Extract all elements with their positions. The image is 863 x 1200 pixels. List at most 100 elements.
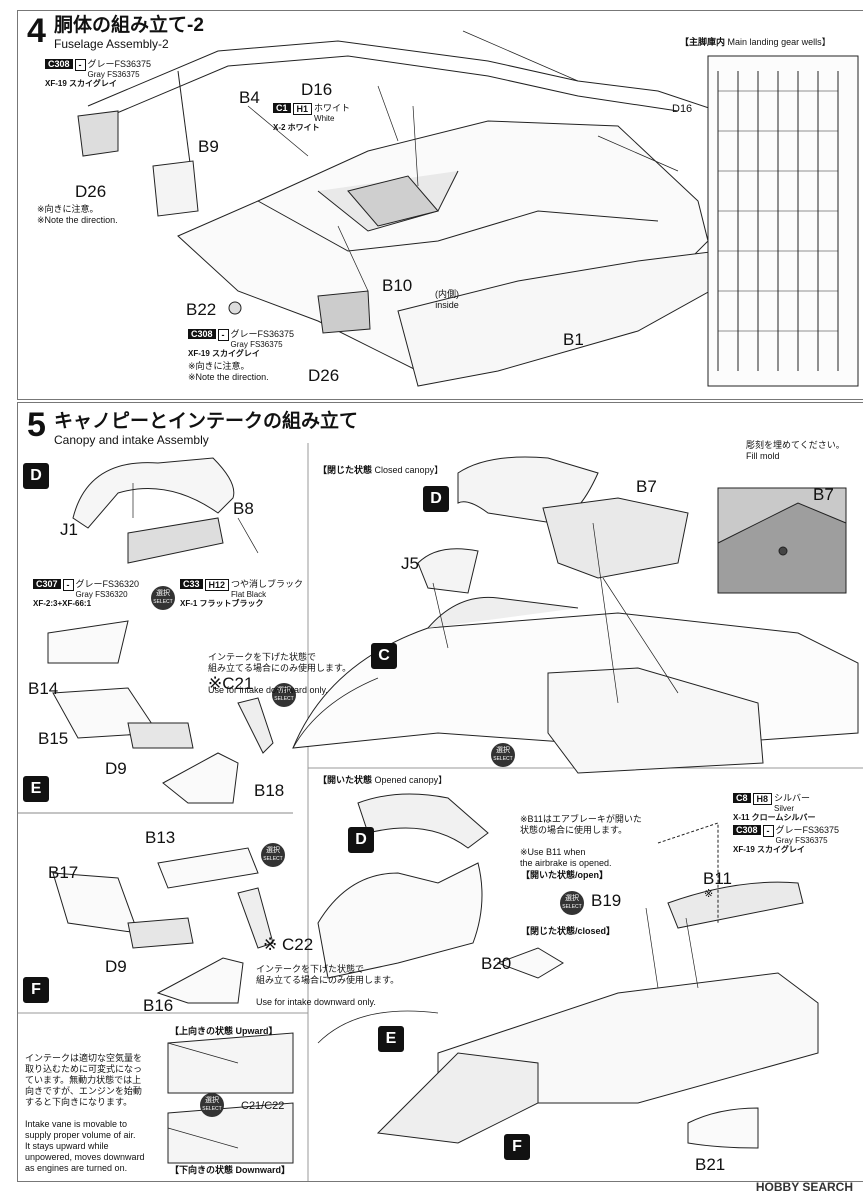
paint-code-alt: - xyxy=(62,579,74,591)
step4-title: 胴体の組み立て-2 xyxy=(54,15,204,36)
paint-jp: グレーFS36375 xyxy=(87,59,152,69)
paint-code-alt: H1 xyxy=(292,103,313,115)
note-en: ※Note the direction. xyxy=(37,215,118,225)
closed-canopy-en: Closed canopy】 xyxy=(374,465,444,475)
step5-subtitle: Canopy and intake Assembly xyxy=(54,433,209,447)
paint-code-alt: - xyxy=(762,825,774,837)
step4-panel: 4 胴体の組み立て-2 Fuselage Assembly-2 【主脚庫内 Ma… xyxy=(17,10,863,400)
part-b13: B13 xyxy=(145,828,176,847)
closed-c-marker: C xyxy=(371,643,397,669)
paint-code: C1 xyxy=(273,103,291,113)
section-f-marker: F xyxy=(23,977,49,1003)
b11-note-jp: ※B11はエアブレーキが開いた 状態の場合に使用します。 xyxy=(520,814,642,835)
paint-jp: ホワイト xyxy=(314,103,351,113)
part-d26-top: D26 xyxy=(75,182,107,201)
select-en: SELECT xyxy=(153,599,173,605)
part-b7-inset: B7 xyxy=(813,485,834,504)
note-jp: ※向きに注意。 xyxy=(37,204,99,214)
select-jp: 選択 xyxy=(565,895,579,902)
paint-jp: つや消しブラック xyxy=(231,579,304,589)
part-d26-bottom: D26 xyxy=(308,366,340,385)
intake-down2-jp: インテークを下げた状態で 組み立てる場合にのみ使用します。 xyxy=(256,964,400,985)
part-b1: B1 xyxy=(563,330,584,349)
paint-en: Gray FS36375 xyxy=(775,836,828,845)
part-d9-f: D9 xyxy=(105,957,127,976)
paint-en: Gray FS36320 xyxy=(75,590,128,599)
part-b7: B7 xyxy=(636,477,657,496)
paint-code: C308 xyxy=(733,825,761,835)
step4-subtitle: Fuselage Assembly-2 xyxy=(54,37,169,51)
wells-title-jp: 【主脚庫内 xyxy=(680,37,726,47)
intake-down-note-f: インテークを下げた状態で 組み立てる場合にのみ使用します。 Use for in… xyxy=(256,953,399,1008)
paint-name: X-2 ホワイト xyxy=(273,123,320,132)
fill-mold-jp: 彫刻を埋めてください。 xyxy=(746,440,845,450)
part-j5: J5 xyxy=(401,554,419,573)
select-jp: 選択 xyxy=(277,687,291,694)
part-d16: D16 xyxy=(301,80,333,99)
hobby-search-watermark: HOBBY SEARCH xyxy=(755,1180,853,1194)
select-en: SELECT xyxy=(562,904,582,910)
fuselage-drawing xyxy=(77,30,859,387)
rear-f-marker: F xyxy=(504,1134,530,1160)
b11-note-en: ※Use B11 when the airbrake is opened. xyxy=(520,847,612,868)
select-badge-paint: 選択 SELECT xyxy=(151,586,175,610)
paint-code: C308 xyxy=(188,329,216,339)
rear-e-marker: E xyxy=(378,1026,404,1052)
opened-d-marker: D xyxy=(348,827,374,853)
intake-down2-en: Use for intake downward only. xyxy=(256,997,376,1007)
closed-canopy-jp: 【閉じた状態 xyxy=(318,465,373,475)
paint-name: XF-1 フラットブラック xyxy=(180,599,264,608)
part-b9: B9 xyxy=(198,137,219,156)
b11-note: ※B11はエアブレーキが開いた 状態の場合に使用します。 ※Use B11 wh… xyxy=(520,803,642,869)
fill-mold-note: 彫刻を埋めてください。 Fill mold xyxy=(746,440,845,462)
closed-d-marker: D xyxy=(423,486,449,512)
paint-code-alt: H12 xyxy=(204,579,230,591)
select-en: SELECT xyxy=(263,856,283,862)
step4-number: 4 xyxy=(27,12,46,50)
downward-label: 【下向きの状態 Downward】 xyxy=(170,1165,291,1175)
note-jp: ※向きに注意。 xyxy=(188,361,250,371)
paint-code-alt: - xyxy=(74,59,86,71)
part-b8: B8 xyxy=(233,499,254,518)
paint-name: X-11 クロームシルバー xyxy=(733,813,816,822)
select-en: SELECT xyxy=(493,756,513,762)
paint-chip-white: C1 H1 ホワイト White X-2 ホワイト xyxy=(273,103,350,133)
intake-down-en: Use for intake downward only. xyxy=(208,685,328,695)
part-b11-mark: ※ xyxy=(704,888,714,900)
part-b18: B18 xyxy=(254,781,285,800)
part-b21: B21 xyxy=(695,1155,726,1174)
paint-en: Flat Black xyxy=(231,590,267,599)
inside-jp: (内側) xyxy=(435,289,459,299)
part-b17: B17 xyxy=(48,863,79,882)
paint-name: XF-19 スカイグレイ xyxy=(188,349,260,358)
vane-note: インテークは適切な空気量を 取り込むために可変式になっ ています。無動力状態では… xyxy=(25,1042,165,1174)
part-d16-inset: D16 xyxy=(672,103,693,115)
select-jp: 選択 xyxy=(496,747,510,754)
paint-name: XF-2:3+XF-66:1 xyxy=(33,599,92,608)
opened-canopy-jp: 【開いた状態 xyxy=(318,775,373,785)
paint-en: Gray FS36375 xyxy=(87,70,140,79)
note-direction-top: ※向きに注意。 ※Note the direction. xyxy=(37,204,118,226)
paint-code: C8 xyxy=(733,793,751,803)
paint-name: XF-19 スカイグレイ xyxy=(733,845,805,854)
opened-canopy-en: Opened canopy】 xyxy=(374,775,448,785)
part-d9-e: D9 xyxy=(105,759,127,778)
paint-chip-top: C308 - グレーFS36375 Gray FS36375 XF-19 スカイ… xyxy=(45,59,151,89)
paint-code: C307 xyxy=(33,579,61,589)
select-jp: 選択 xyxy=(156,590,170,597)
paint-chip-bottom: C308 - グレーFS36375 Gray FS36375 XF-19 スカイ… xyxy=(188,329,294,359)
step5-number: 5 xyxy=(27,406,46,444)
part-b22: B22 xyxy=(186,300,217,319)
note-en: ※Note the direction. xyxy=(188,372,269,382)
part-b11: B11 xyxy=(703,869,732,888)
paint-jp: シルバー xyxy=(774,793,811,803)
part-c22: ※ C22 xyxy=(263,935,314,954)
intake-down-note-e: インテークを下げた状態で 組み立てる場合にのみ使用します。 Use for in… xyxy=(208,641,351,696)
